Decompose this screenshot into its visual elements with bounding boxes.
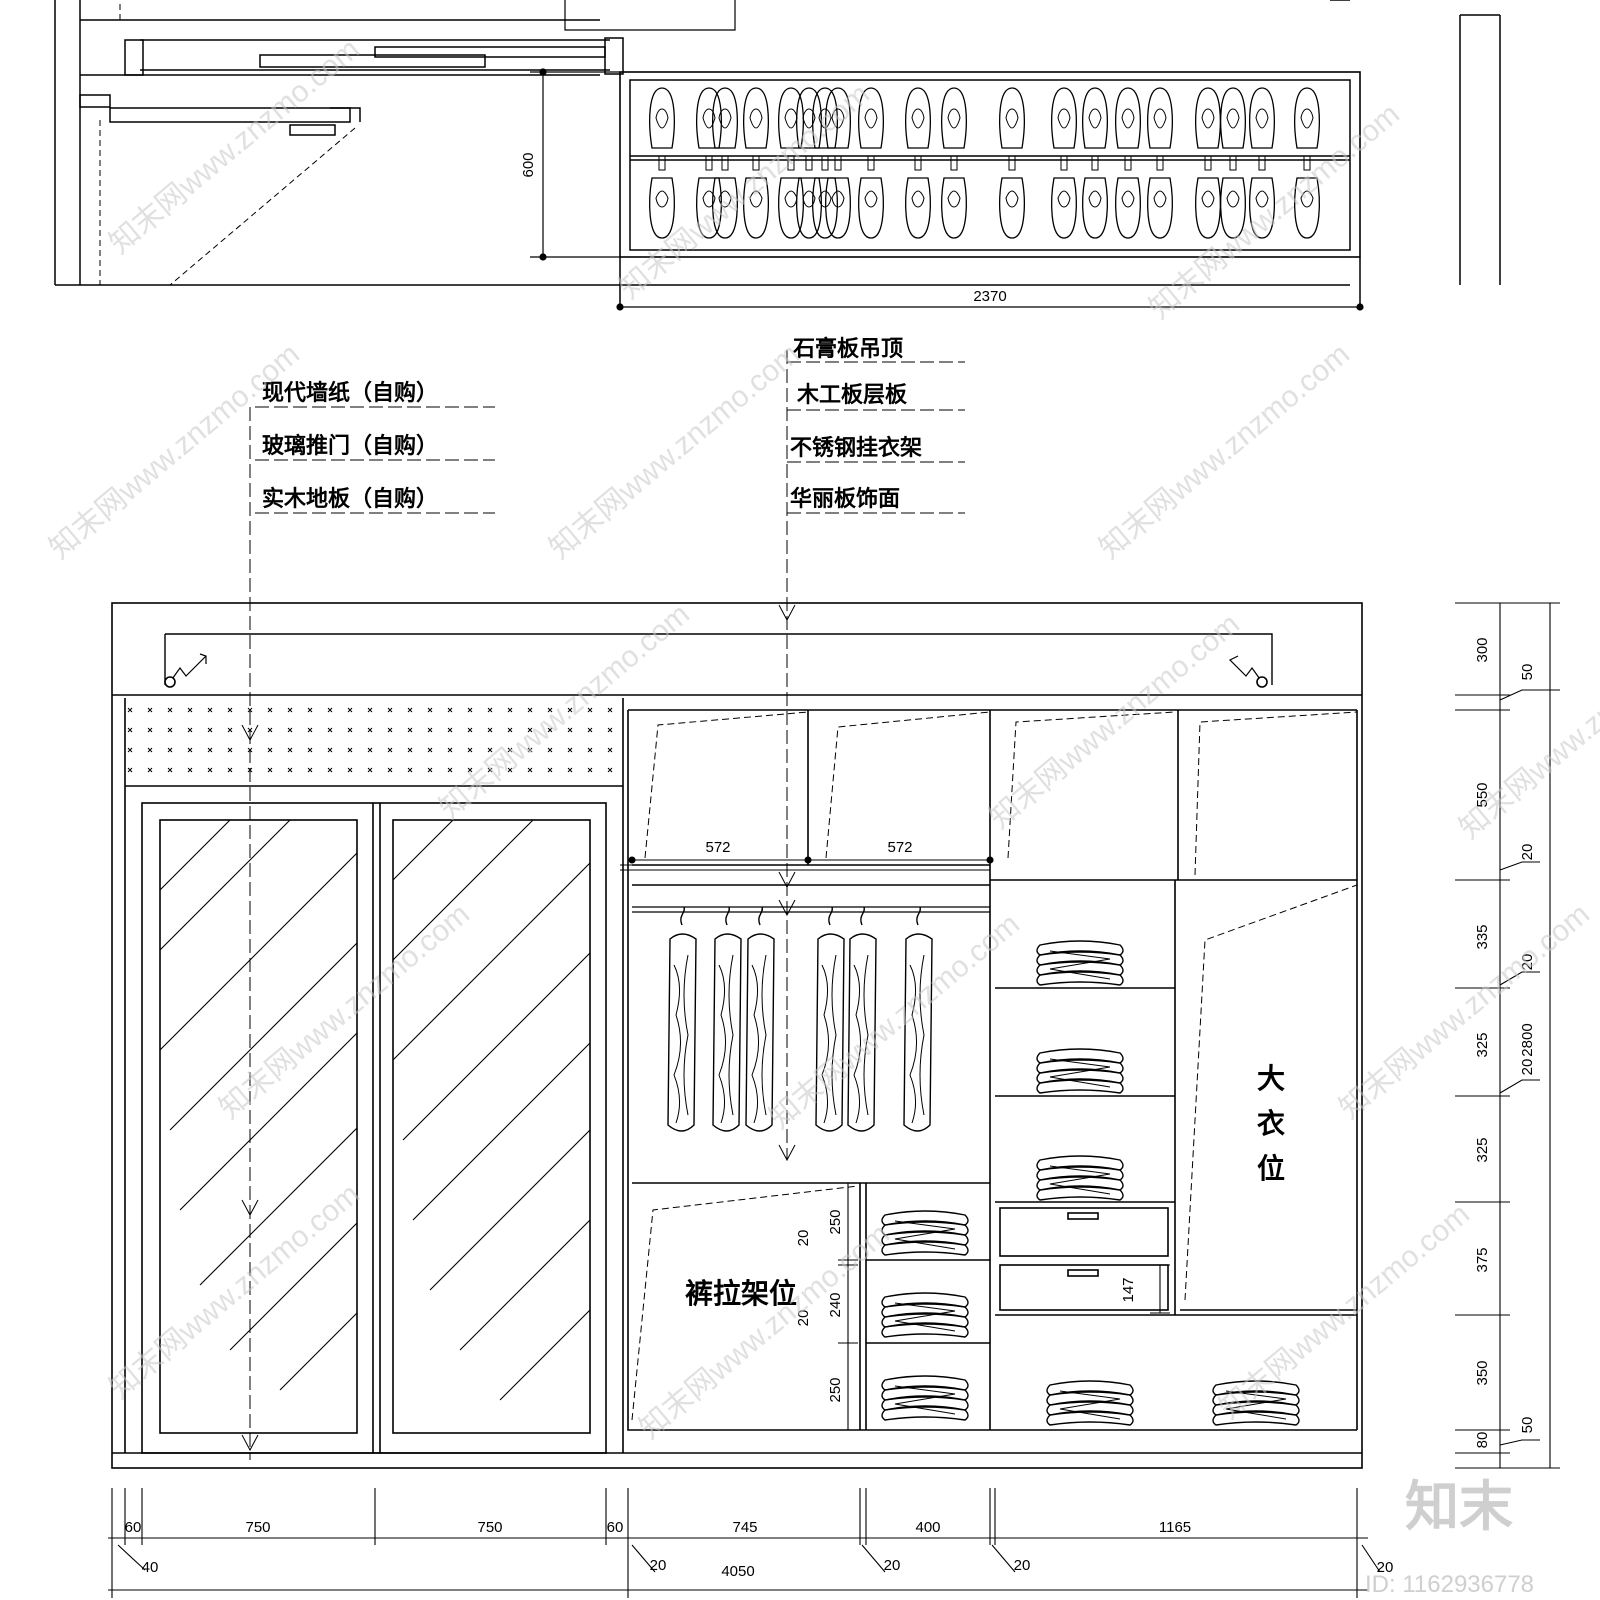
plan-hanger: [1147, 87, 1173, 239]
stamp-id: ID: 1162936778: [1365, 1571, 1534, 1598]
right-dim: 375: [1474, 1247, 1491, 1272]
stamp-brand: 知末: [1405, 1477, 1513, 1537]
plan-view: [54, 0, 1501, 305]
plan-hanger: [1082, 87, 1108, 239]
drawer-height-dim: 147: [1120, 1277, 1137, 1302]
folded-stack: [1036, 1155, 1124, 1201]
right-dimension-labels: 300 50 550 20 335 20 325 20 2800 325 375 350 80 50: [1474, 637, 1536, 1448]
leader-shelf-board: 木工板层板: [796, 383, 908, 408]
right-dim: 325: [1474, 1032, 1491, 1057]
bottom-dim: 60: [125, 1519, 142, 1536]
compartment-width-right: 572: [887, 839, 912, 856]
folded-stack: [1036, 940, 1124, 986]
plan-hanger: [941, 87, 967, 239]
right-dim: 80: [1474, 1432, 1491, 1449]
bottom-dimension-labels: 60 750 750 60 745 400 1165 40 20 4050 20 20 20: [125, 1519, 1394, 1580]
watermark-text: 知末网www.znzmo.com: [633, 1218, 896, 1446]
plan-hangers: [649, 87, 1320, 239]
bottom-dim: 20: [650, 1557, 667, 1574]
glass-hatching: [159, 819, 591, 1401]
plan-hanger: [905, 87, 931, 239]
right-dim: 20: [1519, 954, 1536, 971]
coat-label-1: 大: [1257, 1062, 1285, 1095]
leader-glass-door: 玻璃推门（自购）: [262, 433, 438, 459]
leader-steel-rail: 不锈钢挂衣架: [790, 435, 922, 461]
folded-stack: [881, 1375, 969, 1421]
bottom-dim: 745: [732, 1519, 757, 1536]
right-dim: 20: [1519, 1059, 1536, 1076]
bottom-dim: 20: [1014, 1557, 1031, 1574]
plan-depth-dim: 600: [520, 152, 537, 177]
trouser-rack-label: 裤拉架位: [685, 1277, 797, 1310]
watermark-text: 知末网www.znzmo.com: [1093, 338, 1356, 566]
right-dim: 20: [1519, 844, 1536, 861]
bottom-dim: 60: [607, 1519, 624, 1536]
right-dim: 50: [1519, 1417, 1536, 1434]
plan-hanger: [999, 87, 1025, 239]
coat-label-2: 衣: [1257, 1107, 1285, 1140]
hanging-garment: [667, 906, 697, 1132]
right-dim: 335: [1474, 924, 1491, 949]
hanging-garment: [712, 906, 742, 1132]
coat-label-3: 位: [1257, 1152, 1285, 1185]
inner-dim-lines: [628, 856, 1170, 1431]
leader-gypsum-ceiling: 石膏板吊顶: [792, 336, 903, 362]
plan-dimensions: [530, 68, 1364, 311]
compartment-width-left: 572: [705, 839, 730, 856]
right-dim: 325: [1474, 1137, 1491, 1162]
watermark-text: 知末网www.znzmo.com: [543, 338, 806, 566]
bottom-dim: 750: [477, 1519, 502, 1536]
mid-dim-240: 240: [827, 1292, 844, 1317]
bottom-dim: 4050: [721, 1563, 754, 1580]
hanging-garment: [745, 906, 775, 1132]
plan-hanger: [649, 87, 675, 239]
watermark-text: 知末网www.znzmo.com: [1213, 1198, 1476, 1426]
bottom-dim-lines: [108, 1488, 1381, 1598]
folded-stack: [1036, 1048, 1124, 1094]
right-dim: 2800: [1519, 1023, 1536, 1056]
watermark-text: 知末网www.znzmo.com: [1333, 898, 1596, 1126]
leader-veneer-finish: 华丽板饰面: [790, 486, 900, 512]
mid-dim-250-top: 250: [827, 1209, 844, 1234]
bottom-dim: 20: [884, 1557, 901, 1574]
plan-hanger: [1195, 87, 1221, 239]
plan-hanger: [1051, 87, 1077, 239]
right-dim: 50: [1519, 664, 1536, 681]
right-dim: 350: [1474, 1360, 1491, 1385]
leader-wood-floor: 实木地板（自购）: [262, 486, 438, 512]
right-dim: 550: [1474, 782, 1491, 807]
watermark-text: 知末网www.znzmo.com: [763, 908, 1026, 1136]
mid-dim-20-a: 20: [795, 1230, 812, 1247]
right-dim: 300: [1474, 637, 1491, 662]
folded-stack: [1046, 1380, 1134, 1426]
bottom-dim: 40: [142, 1559, 159, 1576]
right-dim-lines: [1455, 602, 1560, 1469]
folded-stack: [881, 1210, 969, 1256]
leader-wallpaper: 现代墙纸（自购）: [262, 380, 438, 406]
wardrobe-elevation: [111, 602, 1363, 1469]
mid-dim-250-bottom: 250: [827, 1377, 844, 1402]
plan-width-dim: 2370: [973, 288, 1006, 305]
plan-hanger: [1115, 87, 1141, 239]
bottom-dim: 400: [915, 1519, 940, 1536]
bottom-dim: 1165: [1159, 1519, 1191, 1536]
mid-dim-20-b: 20: [795, 1310, 812, 1327]
swing-lines: [631, 711, 1358, 1421]
watermark-text: 知末网www.znzmo.com: [213, 898, 476, 1126]
folded-stack: [881, 1292, 969, 1338]
bottom-dim: 20: [1377, 1559, 1394, 1576]
plan-hanger: [1220, 87, 1246, 239]
bottom-dim: 750: [245, 1519, 270, 1536]
